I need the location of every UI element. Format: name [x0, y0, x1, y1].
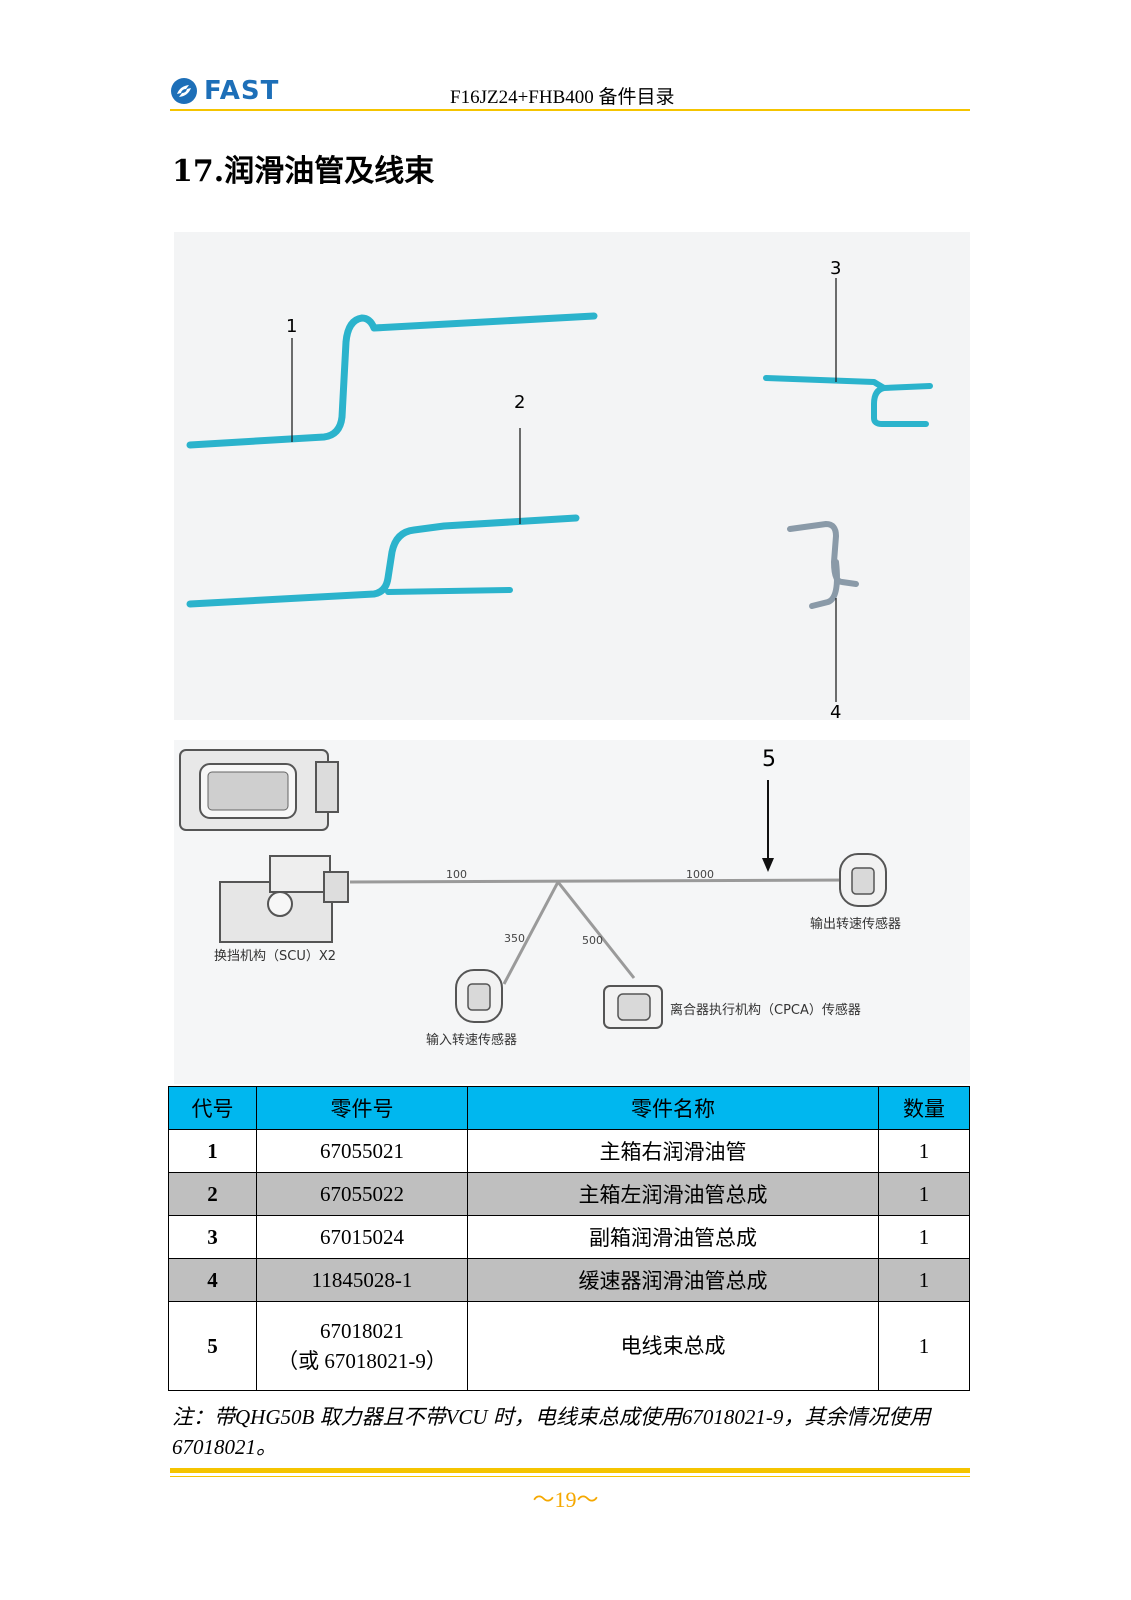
pipe-4 [787, 521, 859, 609]
fast-logo-icon [171, 78, 197, 104]
callout-1: 1 [286, 316, 297, 337]
fast-logo: FAST [170, 76, 279, 106]
cpca-sensor [603, 985, 663, 1029]
row-part-number-alt: （或 67018021-9） [277, 1349, 447, 1373]
row-part-number: 67055021 [256, 1129, 468, 1173]
harness-wires [349, 878, 855, 985]
table-row: 5 67018021 （或 67018021-9） 电线束总成 1 [168, 1301, 970, 1391]
scu-connector-detail [179, 749, 339, 831]
row-code: 4 [168, 1258, 257, 1302]
footer-rule [170, 1468, 970, 1473]
scu-body [219, 855, 349, 943]
cpca-sensor-label: 离合器执行机构（CPCA）传感器 [670, 1002, 861, 1018]
pipe-1 [186, 312, 598, 449]
callout-3: 3 [830, 258, 841, 279]
header-part-number: 零件号 [256, 1086, 468, 1130]
pipe-2 [186, 514, 580, 608]
row-part-number: 11845028-1 [256, 1258, 468, 1302]
header-code: 代号 [168, 1086, 257, 1130]
parts-table: 代号 零件号 零件名称 数量 1 67055021 主箱右润滑油管 1 2 67… [168, 1086, 970, 1391]
row-quantity: 1 [878, 1129, 970, 1173]
header-rule [170, 109, 970, 111]
pipe-2-branch [385, 587, 513, 595]
page-number: ～19～ [532, 1487, 599, 1512]
input-sensor-label: 输入转速传感器 [426, 1032, 517, 1048]
callout-2: 2 [514, 392, 525, 413]
table-row: 1 67055021 主箱右润滑油管 1 [168, 1129, 970, 1173]
dim-100: 100 [446, 868, 467, 881]
row-code: 2 [168, 1172, 257, 1216]
row-quantity: 1 [878, 1301, 970, 1391]
scu-label: 换挡机构（SCU）X2 [214, 949, 336, 964]
row-part-number: 67018021 [320, 1319, 404, 1343]
dim-500: 500 [582, 934, 603, 947]
dim-1000: 1000 [686, 868, 714, 881]
parts-figure: 1 2 3 4 [174, 232, 970, 1084]
row-part-name: 主箱右润滑油管 [467, 1129, 879, 1173]
table-row: 3 67015024 副箱润滑油管总成 1 [168, 1215, 970, 1259]
header-quantity: 数量 [878, 1086, 970, 1130]
row-quantity: 1 [878, 1215, 970, 1259]
page-header: FAST F16JZ24+FHB400 备件目录 [170, 74, 970, 110]
row-quantity: 1 [878, 1172, 970, 1216]
row-part-name: 缓速器润滑油管总成 [467, 1258, 879, 1302]
input-sensor [455, 969, 503, 1023]
row-part-name: 主箱左润滑油管总成 [467, 1172, 879, 1216]
callout-5: 5 [762, 747, 776, 772]
table-row: 4 11845028-1 缓速器润滑油管总成 1 [168, 1258, 970, 1302]
row-part-name: 电线束总成 [467, 1301, 879, 1391]
table-row: 2 67055022 主箱左润滑油管总成 1 [168, 1172, 970, 1216]
row-part-number-cell: 67018021 （或 67018021-9） [256, 1301, 468, 1391]
row-part-name: 副箱润滑油管总成 [467, 1215, 879, 1259]
footnote: 注：带QHG50B 取力器且不带VCU 时，电线束总成使用67018021-9，… [172, 1405, 931, 1459]
pipe-3 [763, 375, 933, 427]
footer-rule-thin [170, 1476, 970, 1477]
row-quantity: 1 [878, 1258, 970, 1302]
dim-350: 350 [504, 932, 525, 945]
header-title: F16JZ24+FHB400 备件目录 [450, 87, 675, 108]
parts-drawing: 1 2 3 4 [174, 232, 970, 1084]
output-sensor-label: 输出转速传感器 [810, 916, 901, 932]
header-part-name: 零件名称 [467, 1086, 879, 1130]
row-part-number: 67055022 [256, 1172, 468, 1216]
row-code: 5 [168, 1301, 257, 1391]
row-code: 1 [168, 1129, 257, 1173]
row-part-number: 67015024 [256, 1215, 468, 1259]
row-code: 3 [168, 1215, 257, 1259]
pipe-panel [174, 232, 970, 720]
table-header-row: 代号 零件号 零件名称 数量 [168, 1086, 970, 1130]
output-sensor [839, 853, 887, 907]
callout-arrow-5 [762, 858, 774, 872]
section-title: 17.润滑油管及线束 [172, 154, 435, 189]
callout-4: 4 [830, 702, 841, 723]
logo-text: FAST [204, 76, 280, 106]
